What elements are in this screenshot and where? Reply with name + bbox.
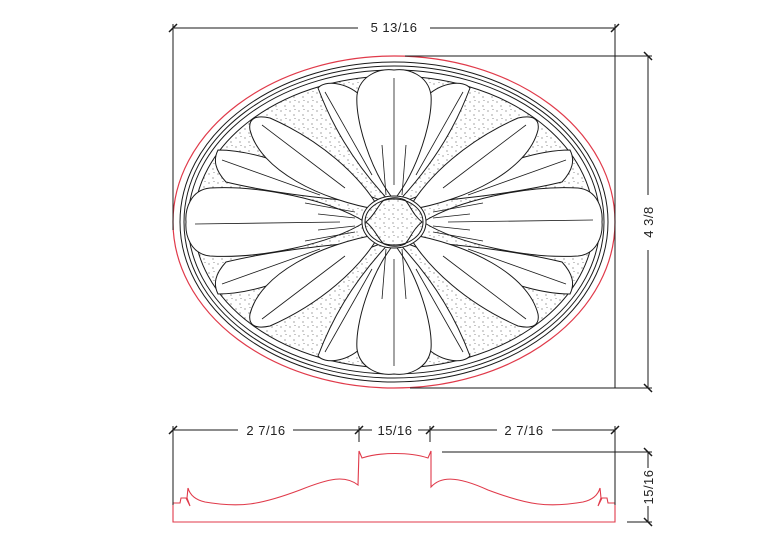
- main-petals: [185, 69, 603, 375]
- profile-dimensions: [168, 425, 653, 527]
- profile-right-label: 2 7/16: [504, 423, 543, 438]
- profile-depth-label: 15/16: [641, 469, 656, 504]
- outer-rim-1: [179, 61, 609, 383]
- section-profile: [172, 450, 616, 523]
- plan-dimensions: [168, 23, 653, 393]
- petal-veins: [194, 78, 594, 366]
- width-dimension-label: 5 13/16: [371, 20, 418, 35]
- height-dimension-label: 4 3/8: [641, 206, 656, 237]
- plan-view: [172, 55, 616, 389]
- petal-right: [422, 187, 603, 257]
- profile-center-label: 15/16: [377, 423, 412, 438]
- profile-left-label: 2 7/16: [246, 423, 285, 438]
- profile-outline: [172, 450, 616, 523]
- center-boss: [361, 195, 427, 249]
- petal-left: [185, 187, 366, 257]
- center-rays: [304, 144, 484, 300]
- outer-rim-2: [183, 65, 605, 379]
